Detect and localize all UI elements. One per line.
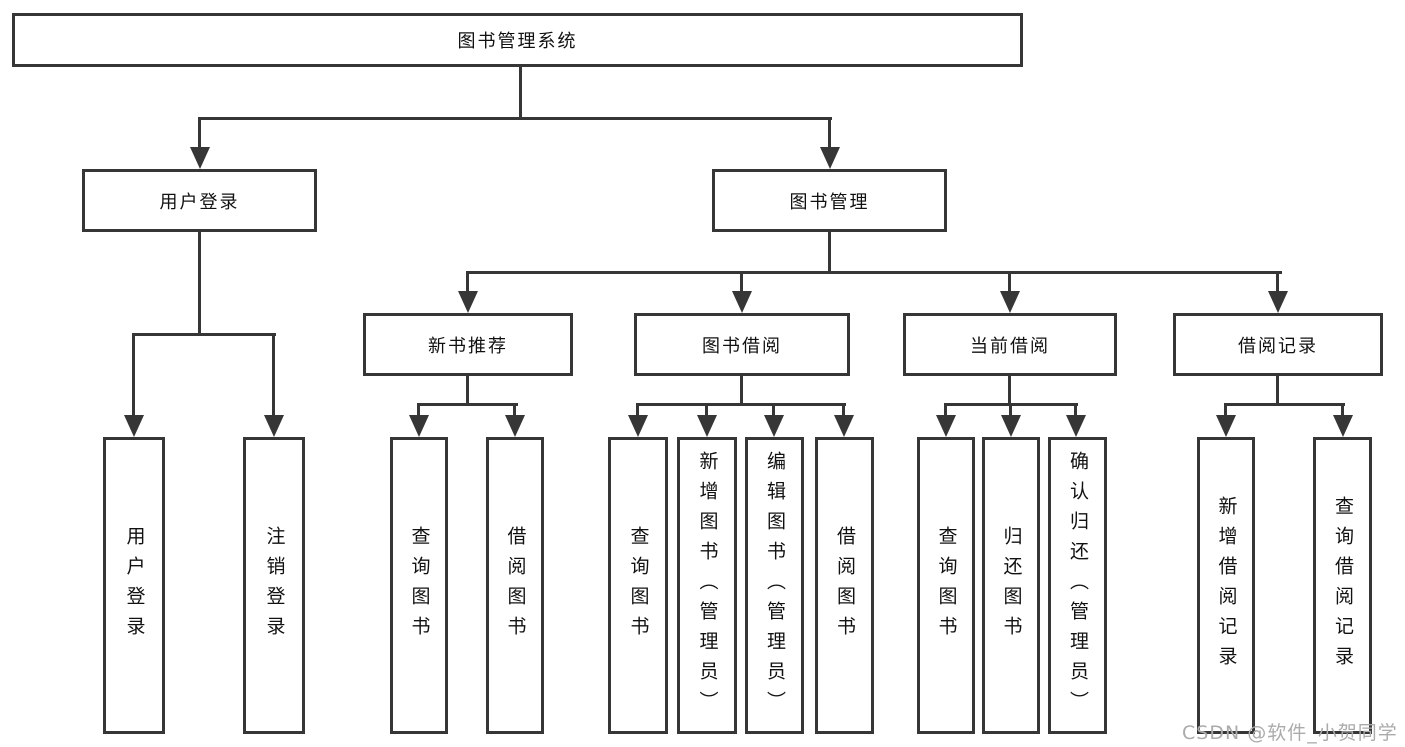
arrow-down-icon — [409, 415, 429, 437]
arrow-down-icon — [124, 415, 144, 437]
arrow-down-icon — [628, 415, 648, 437]
leaf-add-book: 新增图书（管理员） — [677, 437, 737, 734]
connector-line — [417, 403, 518, 406]
leaf-confirm-return: 确认归还（管理员） — [1048, 437, 1107, 734]
connector-line — [513, 403, 516, 418]
leaf-query-book-1: 查询图书 — [390, 437, 448, 734]
leaf-return-book: 归还图书 — [982, 437, 1040, 734]
connector-line — [772, 403, 775, 418]
node-book-borrow: 图书借阅 — [634, 313, 850, 376]
node-book-mgmt: 图书管理 — [712, 169, 947, 232]
connector-line — [466, 376, 469, 406]
leaf-edit-book: 编辑图书（管理员） — [745, 437, 804, 734]
leaf-logout: 注销登录 — [243, 437, 305, 734]
connector-line — [636, 403, 639, 418]
connector-line — [740, 271, 743, 294]
connector-line — [466, 271, 1282, 274]
connector-line — [519, 67, 522, 120]
connector-line — [1009, 403, 1012, 418]
arrow-down-icon — [505, 415, 525, 437]
connector-line — [417, 403, 420, 418]
watermark: CSDN @软件_小贺同学 — [1182, 722, 1398, 744]
arrow-down-icon — [1216, 415, 1236, 437]
connector-line — [272, 333, 275, 418]
arrow-down-icon — [834, 415, 854, 437]
arrow-down-icon — [764, 415, 784, 437]
connector-line — [1224, 403, 1227, 418]
leaf-query-record: 查询借阅记录 — [1313, 437, 1372, 734]
arrow-down-icon — [190, 147, 210, 169]
arrow-down-icon — [732, 291, 752, 313]
connector-line — [466, 271, 469, 294]
node-user-login: 用户登录 — [82, 169, 317, 232]
arrow-down-icon — [264, 415, 284, 437]
connector-line — [198, 117, 201, 150]
leaf-borrow-book-2: 借阅图书 — [815, 437, 874, 734]
arrow-down-icon — [458, 291, 478, 313]
connector-line — [1276, 271, 1279, 294]
connector-line — [1341, 403, 1344, 418]
connector-line — [1074, 403, 1077, 418]
connector-line — [1008, 376, 1011, 406]
arrow-down-icon — [1000, 291, 1020, 313]
arrow-down-icon — [936, 415, 956, 437]
connector-line — [828, 232, 831, 274]
connector-line — [1008, 271, 1011, 294]
arrow-down-icon — [1268, 291, 1288, 313]
connector-line — [636, 403, 846, 406]
leaf-add-record: 新增借阅记录 — [1197, 437, 1255, 734]
node-borrow-record: 借阅记录 — [1173, 313, 1383, 376]
connector-line — [828, 117, 831, 150]
arrow-down-icon — [820, 147, 840, 169]
node-new-book-rec: 新书推荐 — [363, 313, 573, 376]
connector-line — [1224, 403, 1345, 406]
arrow-down-icon — [1001, 415, 1021, 437]
connector-line — [132, 333, 276, 336]
connector-line — [705, 403, 708, 418]
leaf-borrow-book-1: 借阅图书 — [486, 437, 544, 734]
leaf-query-book-3: 查询图书 — [917, 437, 975, 734]
connector-line — [944, 403, 947, 418]
connector-line — [198, 117, 832, 120]
connector-line — [198, 232, 201, 336]
connector-line — [132, 333, 135, 418]
node-root: 图书管理系统 — [12, 13, 1023, 67]
connector-line — [1276, 376, 1279, 406]
leaf-user-login: 用户登录 — [103, 437, 165, 734]
node-current-borrow: 当前借阅 — [903, 313, 1117, 376]
arrow-down-icon — [697, 415, 717, 437]
connector-line — [740, 376, 743, 406]
arrow-down-icon — [1333, 415, 1353, 437]
arrow-down-icon — [1066, 415, 1086, 437]
connector-line — [842, 403, 845, 418]
leaf-query-book-2: 查询图书 — [608, 437, 668, 734]
